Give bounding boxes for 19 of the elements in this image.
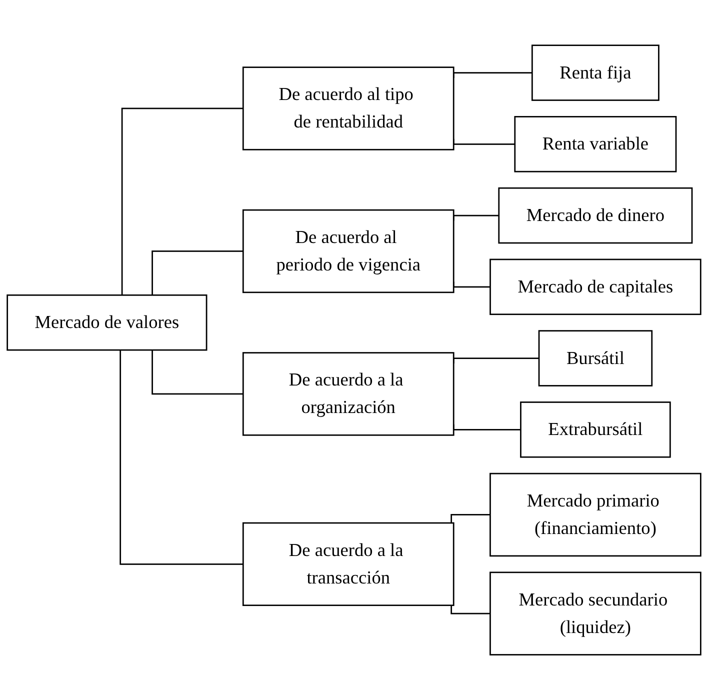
connector [120,350,244,565]
node-box: De acuerdo a la transacción [242,522,454,606]
node-box: De acuerdo al periodo de vigencia [242,209,454,294]
node-box: Renta variable [514,116,677,172]
node-box: Renta fija [531,44,660,101]
connector [450,605,490,614]
node-box: Extrabursátil [520,401,671,458]
node-box: De acuerdo al tipo de rentabilidad [242,66,454,150]
node-box: Bursátil [538,330,653,386]
connector [152,350,244,395]
node-box: Mercado primario (financiamiento) [490,472,702,557]
node-box: Mercado de dinero [498,187,693,244]
node-box: Mercado de capitales [490,258,702,315]
node-box: Mercado de valores [6,294,208,351]
connector [450,514,490,523]
node-box: De acuerdo a la organización [242,352,454,436]
connector [121,108,244,296]
node-box: Mercado secundario (liquidez) [490,572,702,656]
connector [152,250,244,296]
